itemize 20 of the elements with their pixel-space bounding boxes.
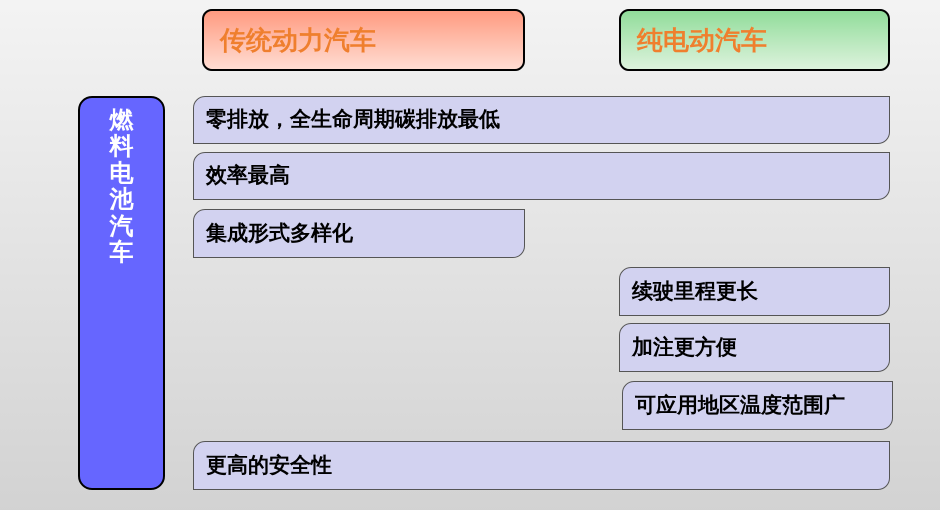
feature-text: 效率最高 — [206, 162, 290, 190]
feature-text: 零排放，全生命周期碳排放最低 — [206, 107, 500, 134]
category-box — [78, 96, 165, 490]
category-label: 纯电动汽车 — [637, 24, 767, 56]
feature-bar — [619, 323, 890, 372]
feature-bar — [622, 381, 893, 430]
feature-text: 可应用地区温度范围广 — [635, 392, 845, 419]
category-label: 燃料电池汽车 — [110, 108, 134, 266]
feature-bar — [619, 267, 890, 316]
feature-bar — [193, 209, 525, 258]
feature-text: 集成形式多样化 — [206, 220, 353, 247]
category-header-box — [619, 9, 890, 71]
feature-bar — [193, 152, 890, 200]
feature-bar — [193, 96, 890, 144]
feature-text: 加注更方便 — [632, 334, 737, 361]
category-label: 传统动力汽车 — [220, 24, 376, 56]
feature-bar — [193, 441, 890, 490]
feature-text: 续驶里程更长 — [632, 278, 758, 305]
feature-text: 更高的安全性 — [206, 452, 332, 479]
category-header-box — [202, 9, 525, 71]
